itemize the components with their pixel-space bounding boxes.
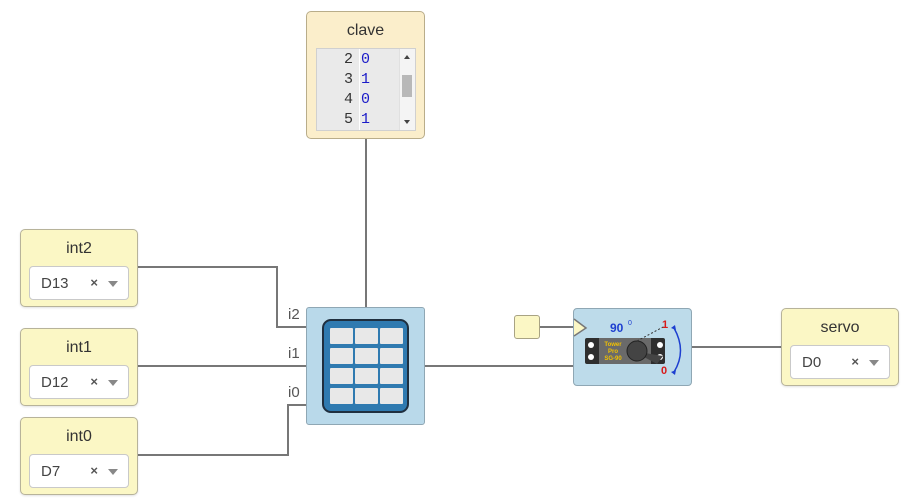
- table-icon: [322, 319, 409, 413]
- servo-brand-text: Tower: [604, 342, 622, 348]
- input-block-title: int0: [66, 428, 92, 445]
- servo-angle-unit: 0: [628, 320, 632, 327]
- servo-brand-text: SG-90: [604, 356, 622, 362]
- pin-select[interactable]: D12 ×: [29, 365, 129, 399]
- servo-min-label: 0: [661, 365, 667, 377]
- port-label-i2: i2: [288, 306, 300, 323]
- scrollbar-thumb[interactable]: [402, 75, 412, 97]
- wire-int2-to-i2: [138, 266, 306, 328]
- pin-select-value: D12: [41, 374, 69, 391]
- clear-icon[interactable]: ×: [90, 275, 98, 290]
- input-block-int0[interactable]: int0 D7 ×: [20, 417, 138, 495]
- memory-row[interactable]: 2 0: [317, 51, 401, 71]
- memory-value[interactable]: 0: [361, 91, 371, 108]
- pin-select[interactable]: D7 ×: [29, 454, 129, 488]
- clear-icon[interactable]: ×: [90, 463, 98, 478]
- servo-angle-value: 90: [610, 321, 624, 335]
- memory-row[interactable]: 4 0: [317, 91, 401, 111]
- memory-address: 2: [343, 51, 353, 68]
- memory-address: 5: [343, 111, 353, 128]
- pin-select[interactable]: D13 ×: [29, 266, 129, 300]
- chevron-down-icon[interactable]: [108, 380, 118, 386]
- constant-block[interactable]: [514, 315, 540, 339]
- memory-block-title: clave: [346, 22, 385, 39]
- rom-table-block[interactable]: [306, 307, 425, 425]
- servo-brand-text: Pro: [608, 349, 618, 355]
- chevron-down-icon[interactable]: [108, 281, 118, 287]
- memory-value[interactable]: 1: [361, 111, 371, 128]
- memory-value[interactable]: 1: [361, 71, 371, 88]
- pin-select-value: D7: [41, 463, 61, 480]
- port-label-i1: i1: [288, 345, 300, 362]
- pin-select[interactable]: D0 ×: [790, 345, 890, 379]
- memory-address: 3: [343, 71, 353, 88]
- servo-icon: Tower Pro SG-90 90 0 1 0: [573, 318, 682, 377]
- pin-select-value: D0: [802, 354, 822, 371]
- memory-table[interactable]: 2 0 3 1 4 0 5 1: [316, 48, 416, 131]
- memory-row[interactable]: 3 1: [317, 71, 401, 91]
- clear-icon[interactable]: ×: [851, 354, 859, 369]
- output-block-servo[interactable]: servo D0 ×: [781, 308, 899, 386]
- memory-value[interactable]: 0: [361, 51, 371, 68]
- port-label-i0: i0: [288, 384, 300, 401]
- memory-block-clave[interactable]: clave 2 0 3 1 4 0 5 1: [306, 11, 425, 139]
- scroll-up-arrow-icon[interactable]: [404, 55, 410, 59]
- memory-row[interactable]: 5 1: [317, 111, 401, 130]
- output-block-title: servo: [820, 319, 860, 336]
- memory-address: 4: [343, 91, 353, 108]
- pin-select-value: D13: [41, 275, 69, 292]
- memory-scrollbar[interactable]: [399, 49, 415, 130]
- chevron-down-icon[interactable]: [108, 469, 118, 475]
- input-block-title: int1: [66, 339, 92, 356]
- wire-int0-to-i0: [138, 404, 306, 456]
- servo-module-block[interactable]: Tower Pro SG-90 90 0 1 0: [573, 308, 692, 386]
- clear-icon[interactable]: ×: [90, 374, 98, 389]
- input-block-int1[interactable]: int1 D12 ×: [20, 328, 138, 406]
- scroll-down-arrow-icon[interactable]: [404, 120, 410, 124]
- chevron-down-icon[interactable]: [869, 360, 879, 366]
- input-block-int2[interactable]: int2 D13 ×: [20, 229, 138, 307]
- input-block-title: int2: [66, 240, 92, 257]
- servo-max-label: 1: [662, 319, 668, 331]
